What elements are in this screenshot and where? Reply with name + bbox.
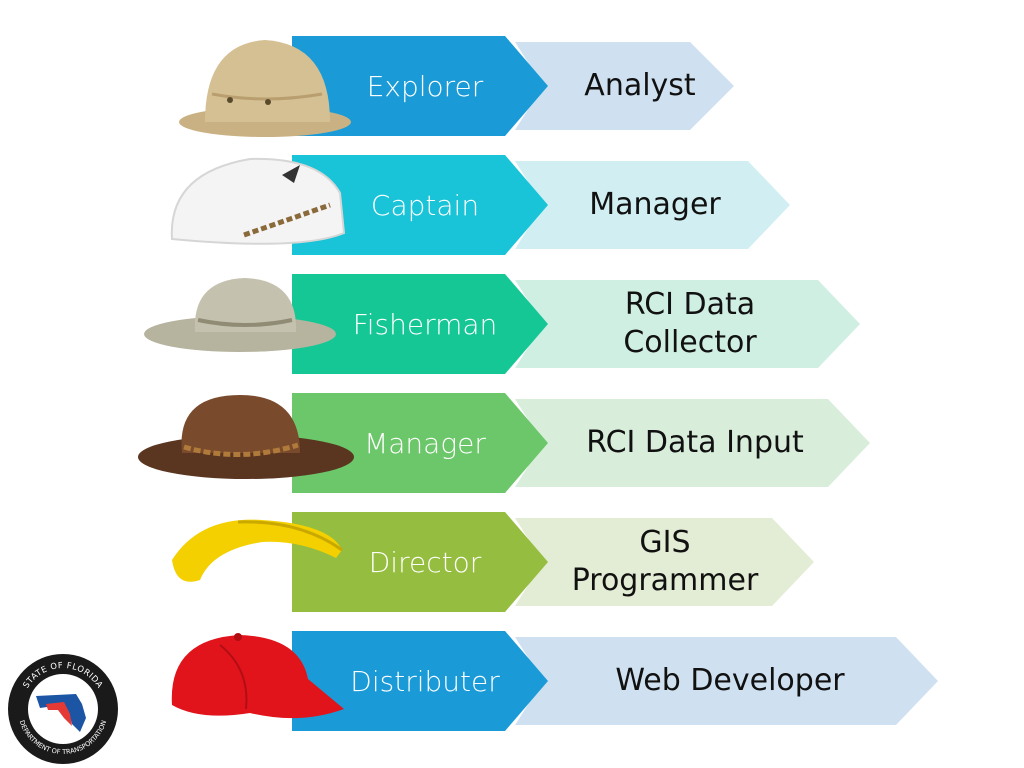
visor-icon xyxy=(172,519,343,582)
bucket-hat-icon xyxy=(144,278,336,352)
hat-label: Manager xyxy=(364,426,486,460)
diagram-row-explorer: Explorer Analyst xyxy=(0,34,1024,138)
role-chevron-secondary xyxy=(515,42,734,130)
role-label: Web Developer xyxy=(615,663,845,698)
hat-label: Captain xyxy=(370,188,480,222)
role-label: RCI Data Collector xyxy=(623,287,757,360)
role-chevron-secondary xyxy=(515,161,790,249)
hat-chevron-primary xyxy=(292,631,548,731)
diagram-row-director: Director GIS Programmer xyxy=(0,510,1024,614)
role-label: RCI Data Input xyxy=(586,425,804,460)
fdot-seal-icon: STATE OF FLORIDA DEPARTMENT OF TRANSPORT… xyxy=(8,654,118,764)
hat-label: Distributer xyxy=(350,664,500,698)
leather-hat-icon xyxy=(138,395,354,479)
hat-chevron-primary xyxy=(292,512,548,612)
pith-helmet-icon xyxy=(179,40,351,137)
baseball-cap-icon xyxy=(171,633,344,719)
diagram-row-fisherman: Fisherman RCI Data Collector xyxy=(0,272,1024,376)
hat-chevron-primary xyxy=(292,274,548,374)
captain-cap-icon xyxy=(170,157,346,245)
diagram-row-distributer: Distributer Web Developer xyxy=(0,629,1024,733)
role-label: Manager xyxy=(589,187,721,222)
hat-label: Fisherman xyxy=(352,307,498,341)
role-chevron-secondary xyxy=(515,280,860,368)
hat-label: Director xyxy=(368,545,482,579)
hat-label: Explorer xyxy=(366,69,484,103)
role-chevron-secondary xyxy=(515,637,938,725)
hat-chevron-primary xyxy=(292,155,548,255)
hat-chevron-primary xyxy=(292,36,548,136)
role-chevron-secondary xyxy=(515,399,870,487)
role-label: Analyst xyxy=(584,68,696,103)
role-chevron-secondary xyxy=(515,518,814,606)
diagram-row-captain: Captain Manager xyxy=(0,153,1024,257)
hat-chevron-primary xyxy=(292,393,548,493)
role-label: GIS Programmer xyxy=(571,525,759,598)
diagram-row-manager: Manager RCI Data Input xyxy=(0,391,1024,495)
